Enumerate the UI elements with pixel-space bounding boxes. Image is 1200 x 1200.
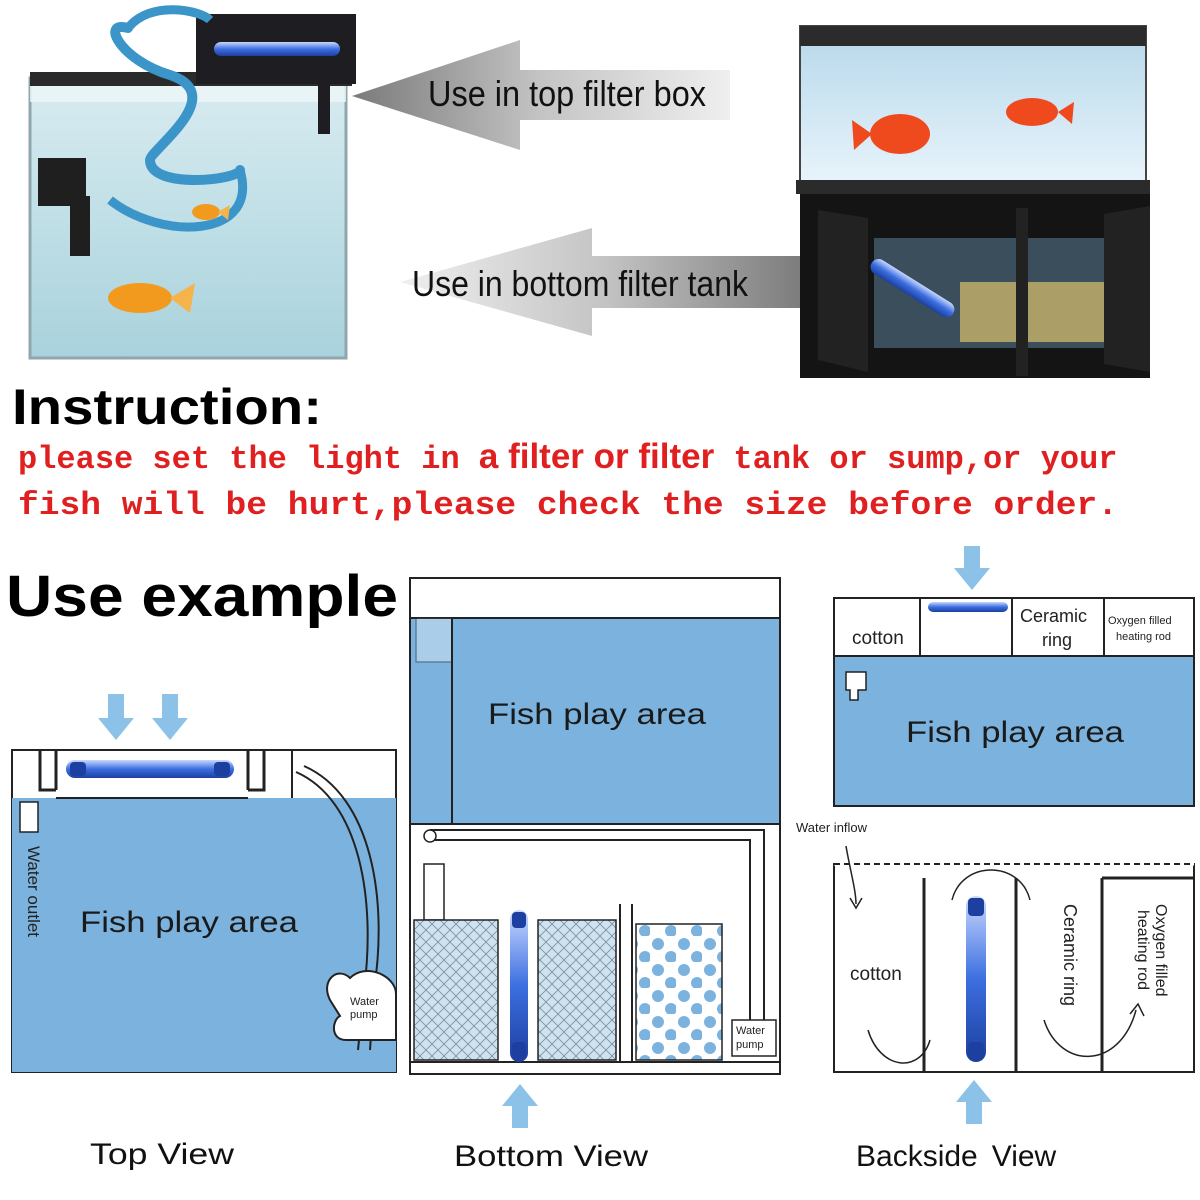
uv-lamp-icon (510, 910, 528, 1062)
top-tank-illustration (28, 5, 356, 360)
backside-caption-b: View (992, 1140, 1057, 1173)
backside-view-diagram: cotton Ceramic ring Oxygen filled heatin… (796, 546, 1195, 1124)
down-arrow-icon (152, 694, 188, 740)
top-view-area-label: Fish play area (80, 906, 298, 939)
uv-lamp-icon (66, 760, 234, 778)
instruction-line-1-b: a filter or filter (479, 437, 715, 476)
down-arrow-icon (98, 694, 134, 740)
top-view-water-outlet: Water outlet (24, 846, 43, 937)
red-fish-icon (852, 114, 930, 154)
backside-side-ceramic: Ceramic ring (1060, 904, 1080, 1006)
bottom-view-pump-label-1: Water (736, 1025, 765, 1037)
arrow-bottom-label: Use in bottom filter tank (412, 263, 749, 304)
top-view-diagram: Water pump Water outlet Fish play area (11, 694, 397, 1073)
up-arrow-icon (956, 1080, 992, 1124)
red-fish-icon (1006, 98, 1074, 126)
water-pump-icon: Water pump (326, 970, 397, 1041)
use-example-heading: Use example (6, 564, 398, 629)
bottom-view-caption: Bottom View (454, 1140, 648, 1173)
water-pump-icon: Water pump (731, 1019, 777, 1057)
backside-side-oxygen-2: heating rod (1134, 910, 1151, 990)
up-arrow-icon (502, 1084, 538, 1128)
backside-caption-a: Backside (856, 1140, 978, 1173)
cabinet-aquarium-illustration (796, 25, 1150, 378)
arrow-bottom-filter-tank: Use in bottom filter tank (400, 228, 808, 336)
arrow-top-label: Use in top filter box (428, 73, 706, 114)
backside-side-cotton: cotton (850, 964, 902, 985)
backside-oxygen-label-1: Oxygen filled (1108, 615, 1172, 627)
instruction-heading: Instruction: (12, 379, 322, 435)
bottom-view-area-label: Fish play area (488, 698, 706, 731)
arrow-top-filter-box: Use in top filter box (352, 40, 730, 150)
bottom-view-pump-label-2: pump (736, 1039, 764, 1051)
backside-ceramic-label-2: ring (1042, 630, 1072, 650)
top-view-pump-label-2: pump (350, 1009, 378, 1021)
instruction-line-2: fish will be hurt,please check the size … (18, 487, 1118, 524)
backside-cotton-label: cotton (852, 628, 904, 649)
goldfish-icon (108, 283, 195, 313)
instruction-line-1-c: tank or sump,or your (714, 441, 1117, 478)
top-view-caption: Top View (90, 1138, 234, 1171)
goldfish-icon (192, 204, 230, 220)
backside-view-caption: Backside View (856, 1140, 1057, 1173)
uv-lamp-icon (928, 602, 1008, 612)
backside-water-inflow: Water inflow (796, 820, 868, 835)
down-arrow-icon (954, 546, 990, 590)
backside-area-label: Fish play area (906, 716, 1124, 749)
uv-lamp-icon (966, 896, 986, 1062)
backside-side-oxygen-1: Oxygen filled (1152, 904, 1169, 997)
backside-oxygen-label-2: heating rod (1116, 631, 1171, 643)
instruction-line-1-a: please set the light in (18, 441, 479, 478)
backside-ceramic-label-1: Ceramic (1020, 606, 1087, 626)
bottom-view-diagram: Fish play area Water pump (409, 577, 781, 1128)
instruction-line-1: please set the light in a filter or filt… (18, 437, 1117, 478)
top-view-pump-label-1: Water (350, 996, 379, 1008)
